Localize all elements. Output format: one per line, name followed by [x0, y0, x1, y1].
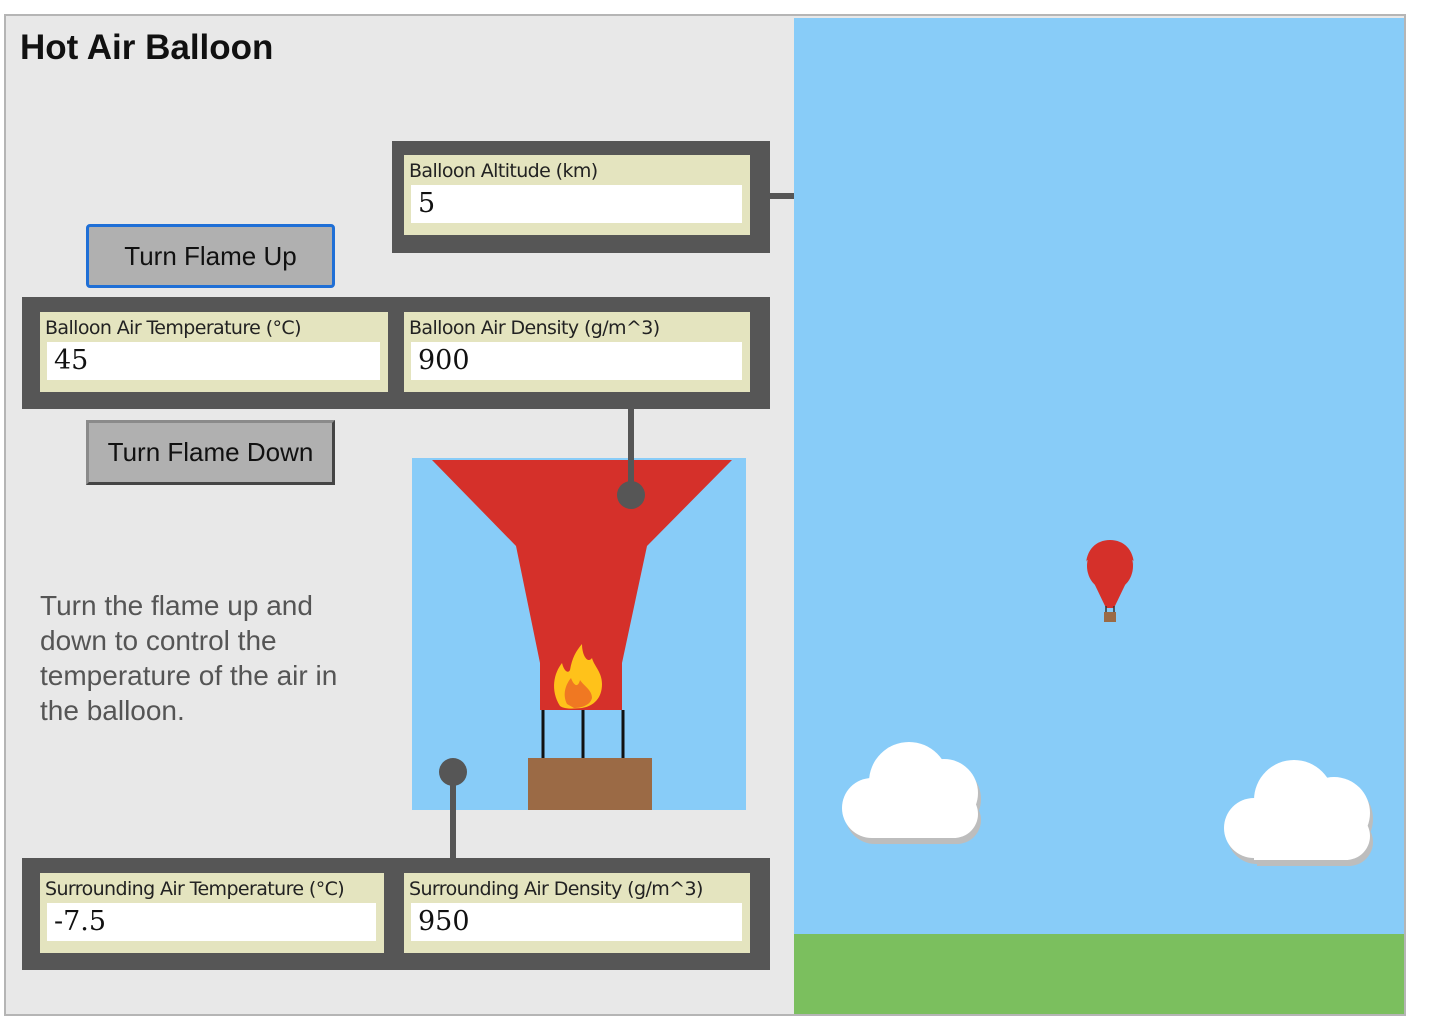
app-title: Hot Air Balloon [20, 28, 274, 67]
basket-ropes [541, 710, 625, 758]
simulation-frame: Hot Air Balloon Balloon Altitude (km) 5 … [4, 14, 1406, 1016]
surrounding-air-panel: Surrounding Air Temperature (°C) -7.5 Su… [22, 858, 770, 970]
balloon-density-value: 900 [411, 342, 742, 380]
surrounding-connector [450, 771, 456, 859]
balloon-temp-label: Balloon Air Temperature (°C) [45, 317, 301, 339]
balloon-diagram [412, 458, 746, 810]
altitude-field: Balloon Altitude (km) 5 [404, 155, 750, 235]
balloon-density-label: Balloon Air Density (g/m^3) [409, 317, 660, 339]
sky-illustration [842, 540, 1373, 866]
altitude-value: 5 [411, 185, 742, 223]
balloon-envelope [432, 460, 732, 710]
sky-scene [794, 18, 1404, 1014]
surrounding-density-field: Surrounding Air Density (g/m^3) 950 [404, 873, 750, 953]
cloud-right-icon [1224, 760, 1373, 866]
balloon-density-connector [628, 409, 634, 495]
altitude-panel: Balloon Altitude (km) 5 [392, 141, 770, 253]
turn-flame-up-button[interactable]: Turn Flame Up [86, 224, 335, 288]
small-balloon-icon [1086, 540, 1134, 622]
surrounding-temp-field: Surrounding Air Temperature (°C) -7.5 [40, 873, 384, 953]
surrounding-density-value: 950 [411, 903, 742, 941]
balloon-temp-field: Balloon Air Temperature (°C) 45 [40, 312, 388, 392]
surrounding-connector-dot [439, 758, 467, 786]
altitude-label: Balloon Altitude (km) [409, 160, 598, 182]
ground [794, 934, 1404, 1014]
turn-flame-down-button[interactable]: Turn Flame Down [86, 420, 335, 485]
surrounding-temp-label: Surrounding Air Temperature (°C) [45, 878, 345, 900]
balloon-temp-value: 45 [47, 342, 380, 380]
balloon-density-field: Balloon Air Density (g/m^3) 900 [404, 312, 750, 392]
balloon-density-connector-dot [617, 481, 645, 509]
flame-icon [554, 644, 602, 709]
instructions-text: Turn the flame up and down to control th… [40, 590, 338, 726]
balloon-air-panel: Balloon Air Temperature (°C) 45 Balloon … [22, 297, 770, 409]
cloud-left-icon [842, 742, 981, 844]
basket [528, 758, 652, 810]
surrounding-temp-value: -7.5 [47, 903, 376, 941]
surrounding-density-label: Surrounding Air Density (g/m^3) [409, 878, 703, 900]
